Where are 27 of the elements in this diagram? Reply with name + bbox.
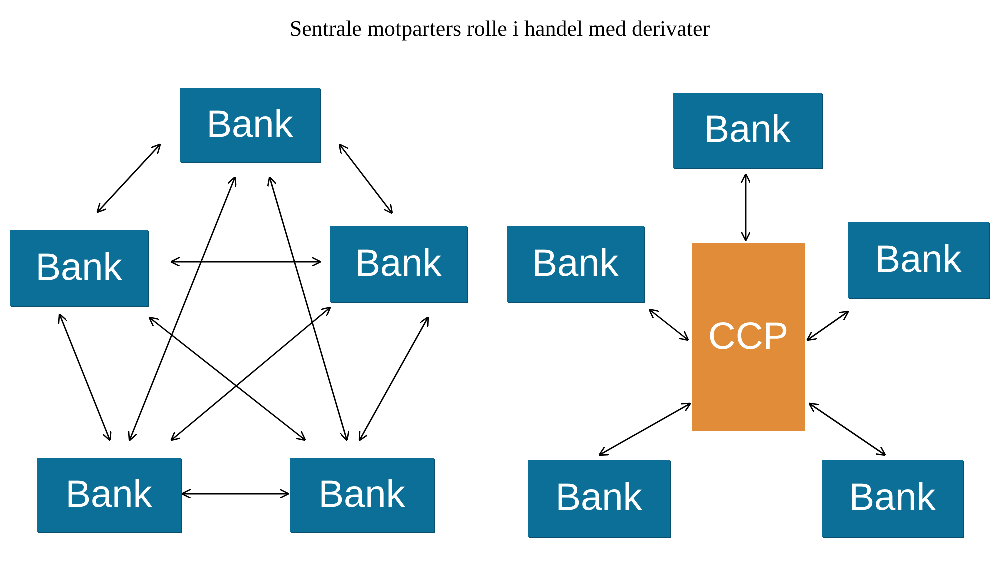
double-arrow (598, 402, 692, 456)
bank-box: Bank (10, 230, 148, 306)
bank-box: Bank (822, 460, 963, 537)
double-arrow (96, 144, 162, 214)
double-arrow (267, 176, 350, 442)
ccp-box: CCP (692, 243, 805, 431)
double-arrow (128, 176, 237, 442)
double-arrow (740, 173, 752, 242)
double-arrow (806, 310, 850, 342)
double-arrow (148, 316, 306, 442)
bank-box: Bank (37, 458, 181, 532)
double-arrow (170, 306, 332, 442)
double-arrow (58, 314, 112, 442)
diagram-title: Sentrale motparters rolle i handel med derivater (288, 16, 712, 42)
bank-box: Bank (848, 222, 989, 298)
double-arrow (808, 402, 886, 456)
double-arrow (181, 488, 290, 500)
bank-box: Bank (290, 458, 434, 532)
bank-box: Bank (180, 88, 320, 162)
bank-box: Bank (673, 93, 822, 168)
double-arrow (338, 144, 394, 214)
bank-box: Bank (330, 226, 467, 302)
double-arrow (170, 256, 322, 268)
double-arrow (358, 316, 430, 442)
double-arrow (648, 308, 690, 342)
bank-box: Bank (528, 460, 670, 537)
bank-box: Bank (507, 226, 644, 302)
